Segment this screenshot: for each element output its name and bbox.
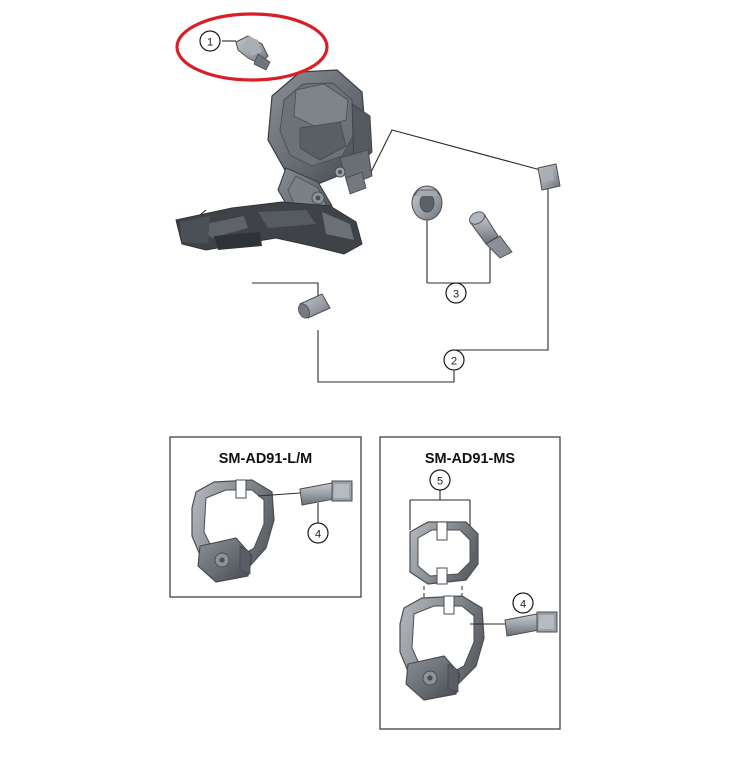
part-2-tab [537,163,561,191]
panel-right: SM-AD91-MS 5 [379,436,561,730]
part-3-bolt [469,211,513,259]
callout-markers: 1 2 3 [199,30,467,371]
leader-pin-bottom [317,330,455,383]
leader-pin-top [252,282,319,300]
callout-2-label: 2 [451,356,457,368]
part-2-pin [298,293,331,319]
adapter-shim-ms [409,521,479,585]
highlight-ellipse [175,12,329,82]
callout-5: 5 [429,469,451,491]
band-clamp-ms [399,595,485,701]
part-4-bolt-right [504,611,558,637]
callout-1-label: 1 [207,37,213,49]
callout-4-right: 4 [512,592,534,614]
callout-4-left: 4 [307,522,329,544]
panel-left: SM-AD91-L/M [169,436,362,598]
callout-3-label: 3 [453,289,459,301]
part-3-washer [411,185,443,221]
panel-left-title: SM-AD91-L/M [219,451,312,467]
chain-cage [175,201,363,255]
leader-callout-3 [426,216,491,285]
callout-2: 2 [443,349,465,371]
derailleur-body [267,69,373,225]
leader-clamp-to-bolt-left [257,492,301,497]
derailleur-assembly: 1 2 3 [175,12,561,383]
callout-1: 1 [199,30,221,52]
part-1-pin [235,35,271,71]
callout-4-left-label: 4 [315,529,321,541]
callout-5-label: 5 [437,476,443,488]
leader-body-to-tab [367,129,549,179]
callout-4-right-label: 4 [520,599,526,611]
band-clamp-lm [191,479,275,583]
panel-right-title: SM-AD91-MS [425,451,516,467]
part-4-bolt-left [299,480,353,506]
callout-3: 3 [445,282,467,304]
leader-callout-5-bracket [409,490,471,530]
leader-tab-down [456,172,549,351]
leader-lines [199,40,549,383]
